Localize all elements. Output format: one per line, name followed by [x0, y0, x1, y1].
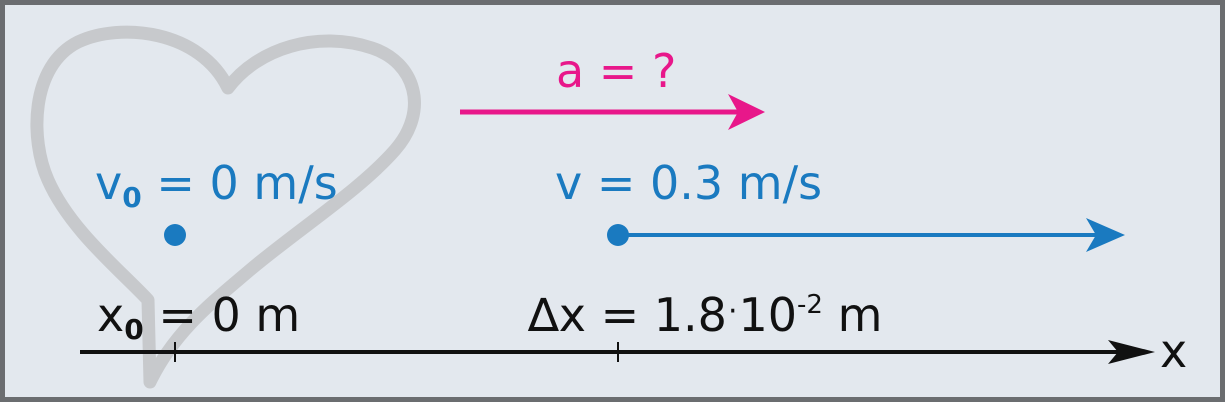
x-axis-arrow-head: [1108, 340, 1155, 364]
initial-position-dot: [164, 224, 186, 246]
initial-velocity-subscript: 0: [122, 181, 142, 214]
initial-position-label: x0 = 0 m: [97, 292, 300, 344]
heart-outline-icon: [30, 25, 421, 389]
initial-position-value: = 0 m: [143, 288, 301, 342]
displacement-prefix: ∆x = 1.8: [528, 288, 727, 342]
velocity-arrow-head: [1086, 218, 1125, 252]
acceleration-arrow-head: [728, 94, 765, 130]
initial-velocity-value: = 0 m/s: [141, 156, 338, 210]
displacement-base: 10: [738, 288, 798, 342]
initial-position-symbol: x: [97, 288, 125, 342]
displacement-exponent: -2: [797, 290, 823, 320]
acceleration-label: a = ?: [556, 44, 677, 98]
displacement-label: ∆x = 1.8·10-2 m: [528, 292, 882, 338]
final-velocity-label: v = 0.3 m/s: [555, 156, 823, 210]
initial-velocity-label: v0 = 0 m/s: [95, 160, 338, 212]
initial-velocity-symbol: v: [95, 156, 123, 210]
displacement-unit: m: [822, 288, 883, 342]
initial-position-subscript: 0: [124, 313, 144, 346]
displacement-multiply-dot: ·: [727, 294, 738, 329]
x-axis-label: x: [1160, 324, 1188, 378]
